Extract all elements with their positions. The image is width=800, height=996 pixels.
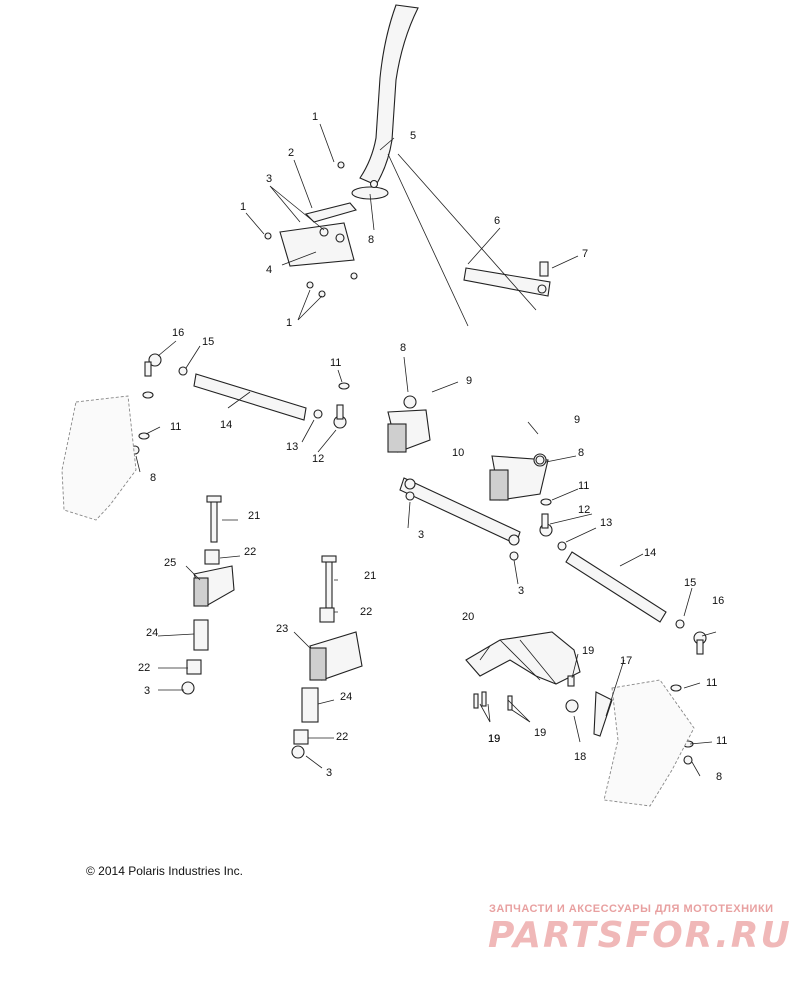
callout-1: 1 <box>240 201 246 213</box>
callout-3: 3 <box>518 585 524 597</box>
callout-14: 14 <box>644 547 656 559</box>
callout-8: 8 <box>400 342 406 354</box>
callout-11: 11 <box>716 735 727 747</box>
callout-11: 11 <box>578 480 589 492</box>
callout-20: 20 <box>462 611 474 623</box>
callout-3: 3 <box>326 767 332 779</box>
callout-labels: 1 2 3 1 4 1 5 6 7 8 8 9 9 8 10 11 11 11 … <box>138 111 727 783</box>
steering-mount-plate <box>279 186 389 267</box>
callout-19: 19 <box>534 727 546 739</box>
callout-3: 3 <box>144 685 150 697</box>
tie-rod-right <box>565 551 667 623</box>
watermark-logo: PARTSFOR.RU <box>488 915 792 956</box>
callout-4: 4 <box>266 264 272 276</box>
leader-lines <box>135 123 717 777</box>
callout-22: 22 <box>138 662 150 674</box>
callout-19: 19 <box>488 733 500 745</box>
callout-24: 24 <box>146 627 158 639</box>
callout-8: 8 <box>716 771 722 783</box>
callout-22: 22 <box>244 546 256 558</box>
steering-support <box>465 631 613 737</box>
callout-11: 11 <box>706 677 717 689</box>
watermark-tagline: ЗАПЧАСТИ И АКСЕССУАРЫ ДЛЯ МОТОТЕХНИКИ <box>489 903 774 915</box>
callout-8: 8 <box>368 234 374 246</box>
callout-10: 10 <box>452 447 464 459</box>
callout-21: 21 <box>248 510 260 522</box>
callout-8: 8 <box>578 447 584 459</box>
idler-bracket-left <box>387 395 431 453</box>
tie-rod-ends <box>144 353 707 655</box>
callout-24: 24 <box>340 691 352 703</box>
callout-25: 25 <box>164 557 176 569</box>
callout-6: 6 <box>494 215 500 227</box>
right-spindle-ghost <box>603 679 695 807</box>
jam-nuts <box>130 366 694 765</box>
callout-9: 9 <box>574 414 580 426</box>
callout-3: 3 <box>418 529 424 541</box>
callout-16: 16 <box>712 595 724 607</box>
tie-rod-left <box>193 373 307 421</box>
column-fasteners <box>264 161 379 298</box>
callout-13: 13 <box>286 441 298 453</box>
callout-5: 5 <box>410 130 416 142</box>
callout-12: 12 <box>578 504 590 516</box>
bearing-stack-center <box>291 555 363 759</box>
pitman-arm <box>463 261 551 297</box>
callout-8: 8 <box>150 472 156 484</box>
bearing-stack-left <box>181 495 235 695</box>
callout-13: 13 <box>600 517 612 529</box>
center-link <box>399 477 521 546</box>
steering-column <box>359 4 419 186</box>
callout-19: 19 <box>488 733 500 745</box>
left-spindle-ghost <box>61 395 137 521</box>
callout-9: 9 <box>466 375 472 387</box>
callout-11: 11 <box>170 421 181 433</box>
callout-2: 2 <box>288 147 294 159</box>
callout-15: 15 <box>202 336 214 348</box>
callout-1: 1 <box>312 111 318 123</box>
callout-18: 18 <box>574 751 586 763</box>
callout-21: 21 <box>364 570 376 582</box>
callout-12: 12 <box>312 453 324 465</box>
callout-11: 11 <box>330 357 341 369</box>
callout-19: 19 <box>582 645 594 657</box>
callout-15: 15 <box>684 577 696 589</box>
callout-3: 3 <box>266 173 272 185</box>
callout-22: 22 <box>360 606 372 618</box>
callout-23: 23 <box>276 623 288 635</box>
copyright-text: © 2014 Polaris Industries Inc. <box>86 864 243 878</box>
callout-22: 22 <box>336 731 348 743</box>
callout-14: 14 <box>220 419 232 431</box>
callout-16: 16 <box>172 327 184 339</box>
callout-7: 7 <box>582 248 588 260</box>
callout-1: 1 <box>286 317 292 329</box>
callout-17: 17 <box>620 655 632 667</box>
